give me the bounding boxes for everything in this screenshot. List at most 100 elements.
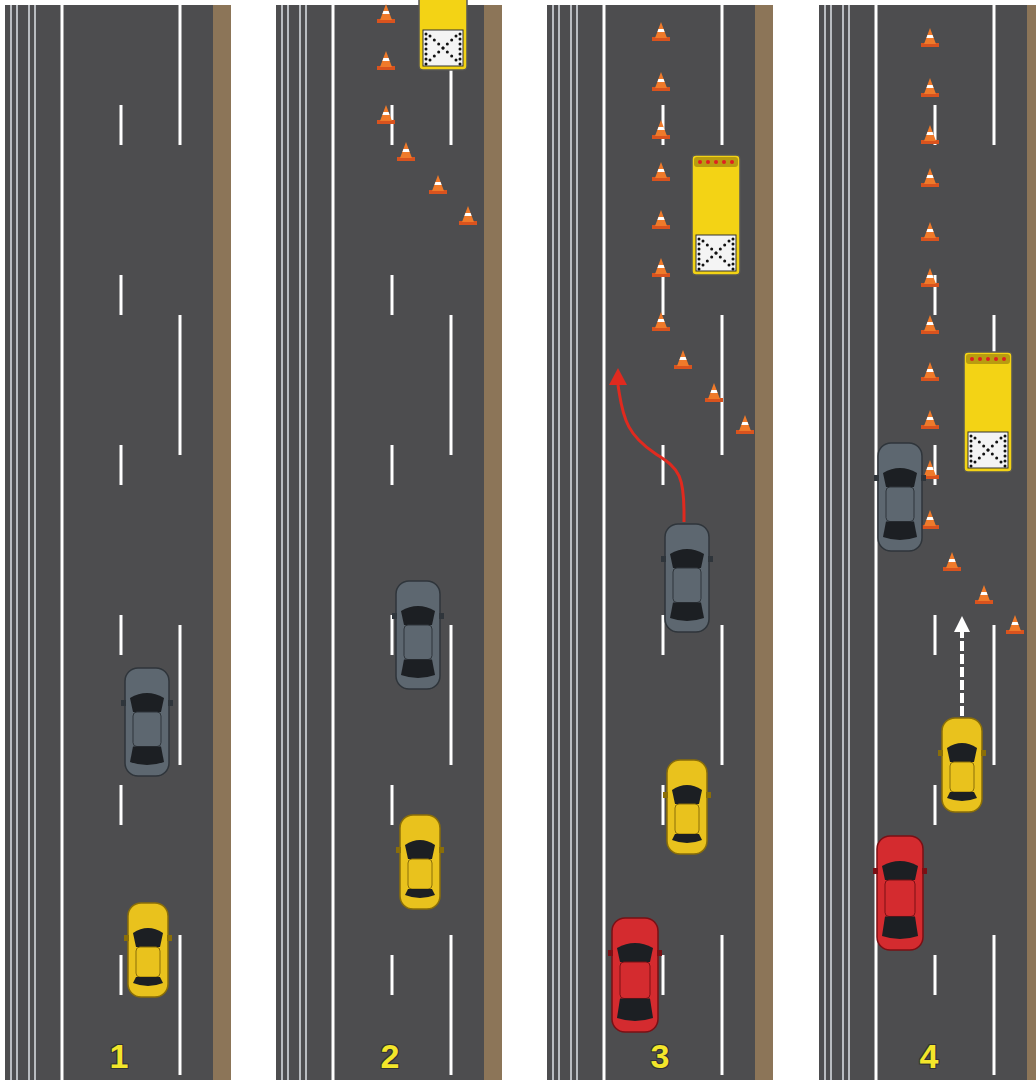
beacon-light bbox=[986, 357, 990, 361]
car-body bbox=[667, 760, 707, 854]
cone-stripe bbox=[657, 169, 664, 172]
car-roof bbox=[885, 880, 915, 916]
sign-dot bbox=[970, 455, 973, 458]
sign-dot bbox=[723, 260, 726, 263]
sign-dot bbox=[728, 240, 731, 243]
sign-dot bbox=[698, 258, 701, 261]
rear-window bbox=[947, 792, 977, 801]
traffic-cone bbox=[921, 222, 939, 241]
mirror bbox=[922, 868, 927, 874]
panel-number: 1 bbox=[89, 1036, 149, 1076]
rear-window bbox=[672, 834, 702, 843]
lane-dash-long bbox=[179, 5, 182, 1080]
sign-dot bbox=[425, 63, 428, 66]
edge-line bbox=[332, 5, 335, 1080]
cone-stripe bbox=[382, 112, 389, 115]
car-body bbox=[400, 815, 440, 909]
cone-body bbox=[655, 312, 667, 328]
sign-dot bbox=[1004, 460, 1007, 463]
beacon-light bbox=[970, 357, 974, 361]
asphalt bbox=[547, 5, 773, 1080]
road-panel bbox=[547, 5, 773, 1080]
cone-body bbox=[924, 168, 936, 184]
panel-number: 4 bbox=[899, 1036, 959, 1076]
cone-stripe bbox=[382, 11, 389, 14]
mirror bbox=[167, 935, 172, 941]
cone-stripe bbox=[926, 369, 933, 372]
sign-dot bbox=[970, 460, 973, 463]
rear-window bbox=[130, 747, 164, 765]
sign-dot bbox=[987, 449, 990, 452]
sign-dot bbox=[710, 248, 713, 251]
sign-dot bbox=[698, 248, 701, 251]
mirror bbox=[873, 868, 878, 874]
cone-body bbox=[380, 51, 392, 67]
mirror bbox=[661, 556, 666, 562]
sign-dot bbox=[1004, 445, 1007, 448]
car-roof bbox=[673, 568, 701, 603]
car-roof bbox=[136, 947, 160, 977]
lane-dash-short bbox=[934, 105, 937, 1080]
beacon-light bbox=[714, 160, 718, 164]
cone-body bbox=[432, 175, 444, 191]
mirror bbox=[396, 847, 401, 853]
traffic-cone bbox=[652, 162, 670, 181]
traffic-cone bbox=[377, 105, 395, 124]
work-truck bbox=[419, 0, 467, 70]
road-panel bbox=[276, 5, 502, 1080]
road-panel bbox=[819, 5, 1036, 1080]
car-body bbox=[125, 668, 169, 776]
car-roof bbox=[886, 487, 914, 522]
cone-stripe bbox=[926, 417, 933, 420]
sign-dot bbox=[1004, 450, 1007, 453]
cone-stripe bbox=[657, 265, 664, 268]
red-car bbox=[873, 836, 927, 950]
cone-stripe bbox=[657, 29, 664, 32]
windshield bbox=[672, 785, 702, 804]
car-roof bbox=[133, 712, 161, 747]
cone-body bbox=[978, 585, 990, 601]
cone-stripe bbox=[741, 422, 748, 425]
sign-dot bbox=[995, 457, 998, 460]
sign-dot bbox=[706, 244, 709, 247]
sign-dot bbox=[719, 248, 722, 251]
sign-dot bbox=[732, 268, 735, 271]
cone-body bbox=[655, 258, 667, 274]
sign-dot bbox=[732, 253, 735, 256]
cone-body bbox=[946, 552, 958, 568]
windshield bbox=[883, 468, 917, 487]
traffic-cone bbox=[674, 350, 692, 369]
sign-dot bbox=[1004, 440, 1007, 443]
cone-body bbox=[655, 22, 667, 38]
sign-dot bbox=[732, 263, 735, 266]
beacon-light bbox=[722, 160, 726, 164]
sign-dot bbox=[1004, 455, 1007, 458]
guardrail-line bbox=[830, 5, 832, 1080]
car-body bbox=[612, 918, 658, 1032]
cone-body bbox=[924, 268, 936, 284]
guardrail-line bbox=[848, 5, 850, 1080]
sign-dot bbox=[991, 445, 994, 448]
sign-dot bbox=[459, 48, 462, 51]
cone-stripe bbox=[657, 79, 664, 82]
sign-dot bbox=[446, 51, 449, 54]
truck-cab bbox=[694, 157, 738, 167]
mirror bbox=[439, 847, 444, 853]
mirror bbox=[124, 935, 129, 941]
windshield bbox=[947, 743, 977, 762]
cone-stripe bbox=[1011, 622, 1018, 625]
mirror bbox=[392, 613, 397, 619]
sign-dot bbox=[442, 47, 445, 50]
rear-window bbox=[882, 916, 918, 939]
shoulder bbox=[484, 5, 502, 1080]
sign-dot bbox=[732, 238, 735, 241]
cone-body bbox=[655, 72, 667, 88]
sign-dot bbox=[425, 33, 428, 36]
cone-stripe bbox=[926, 229, 933, 232]
cone-body bbox=[924, 510, 936, 526]
cone-stripe bbox=[926, 85, 933, 88]
straight-arrow bbox=[960, 630, 964, 716]
sign-dot bbox=[459, 33, 462, 36]
mirror bbox=[981, 750, 986, 756]
